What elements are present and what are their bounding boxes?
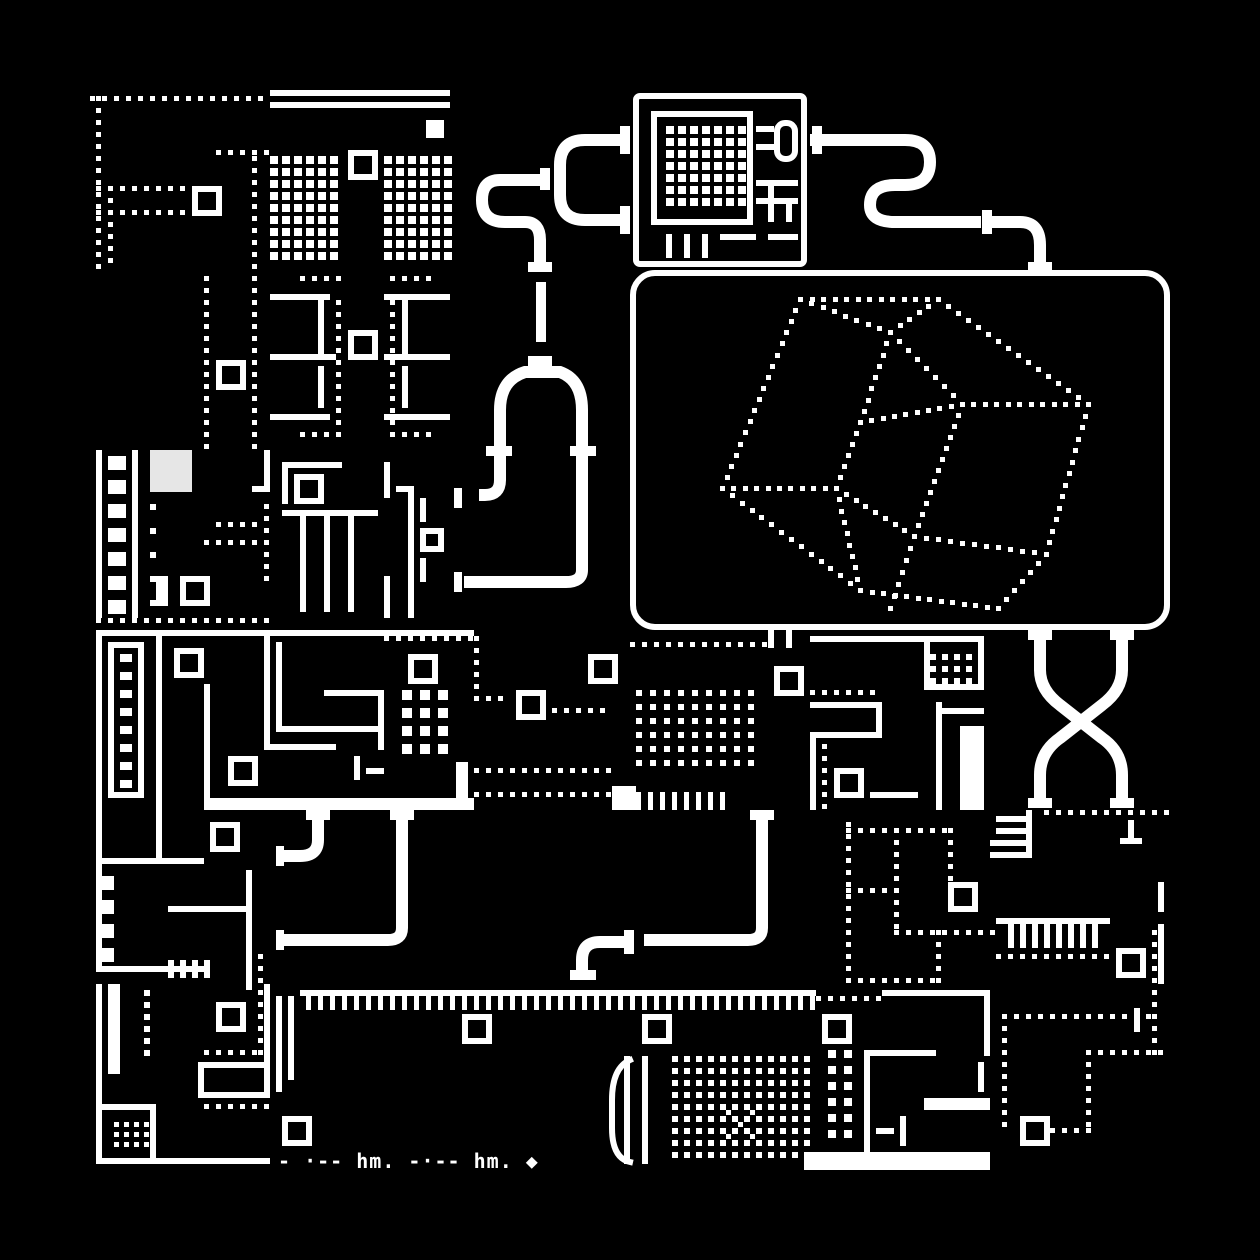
dotted-lines — [846, 822, 1163, 1133]
node-square-icon — [216, 360, 246, 390]
ladder-strip — [120, 654, 132, 788]
node-square-icon — [420, 528, 444, 552]
chip-grid — [636, 690, 754, 810]
node-square-icon — [588, 654, 618, 684]
node-square-icon — [834, 768, 864, 798]
node-square-icon — [192, 186, 222, 216]
node-square-icon — [294, 474, 324, 504]
dot-grid — [270, 156, 338, 260]
node-square-icon — [462, 1014, 492, 1044]
node-square-icon — [774, 666, 804, 696]
lower-cables — [276, 810, 774, 980]
crosshair-block — [204, 276, 450, 449]
node-square-icon — [1020, 1116, 1050, 1146]
dot-grid — [402, 690, 448, 754]
node-square-icon — [348, 330, 378, 360]
dotted-lines — [474, 636, 1169, 815]
ladder-strip — [108, 456, 126, 614]
top-left-grid-block — [90, 90, 452, 269]
dot-grid — [384, 156, 452, 260]
lower-right-panel — [846, 822, 1164, 1146]
node-square-icon — [228, 756, 258, 786]
dotted-lines — [114, 954, 269, 1147]
node-square-icon — [210, 822, 240, 852]
dotted-lines — [720, 996, 881, 1145]
lower-left-panel — [96, 810, 312, 1164]
y-cable — [454, 366, 596, 592]
knob-icon — [774, 120, 798, 162]
top-cables — [475, 126, 1052, 366]
cube-display — [630, 270, 1170, 630]
node-square-icon — [642, 1014, 672, 1044]
ladder-strip — [96, 876, 114, 962]
node-square-icon — [282, 1116, 312, 1146]
node-square-icon — [1116, 948, 1146, 978]
node-square-icon — [174, 648, 204, 678]
comb-strip — [306, 996, 815, 1010]
node-square-icon — [822, 1014, 852, 1044]
node-square-icon — [348, 150, 378, 180]
glyph-text: - ·-- hm. -·-- hm. ◆ — [278, 1149, 539, 1173]
dotted-lines — [204, 276, 431, 449]
node-square-icon — [948, 882, 978, 912]
dotted-border — [90, 96, 269, 269]
node-square-icon — [408, 654, 438, 684]
node-square-icon — [216, 1002, 246, 1032]
wireframe-cube-icon — [720, 297, 1091, 611]
monitor-screen-grid — [666, 126, 746, 206]
comb-strip — [1008, 924, 1098, 948]
node-square-icon — [180, 576, 210, 606]
monitor-device — [633, 93, 807, 267]
dotted-lines — [96, 504, 473, 641]
left-panel — [96, 450, 473, 641]
solid-square-icon — [426, 120, 444, 138]
crossing-cable — [990, 630, 1142, 858]
bottom-band: - ·-- hm. -·-- hm. ◆ — [278, 990, 990, 1173]
node-square-icon — [516, 690, 546, 720]
middle-band — [96, 630, 1169, 858]
